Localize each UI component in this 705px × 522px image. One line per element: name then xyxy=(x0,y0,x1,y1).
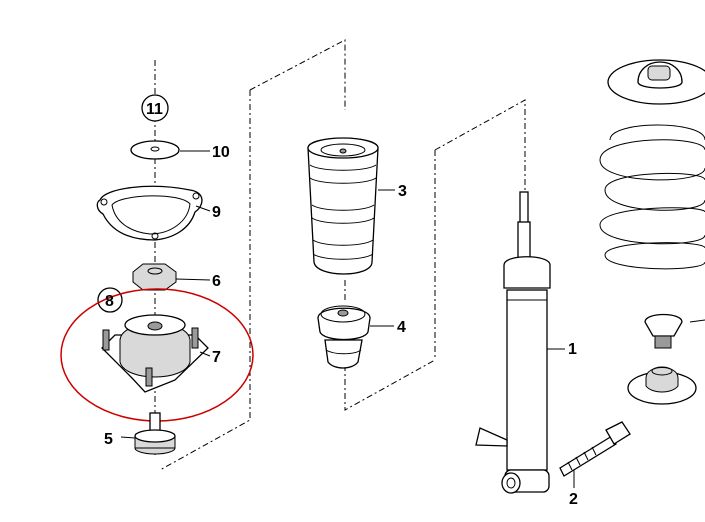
callout-labels: 1 2 3 4 5 6 7 8 9 10 11 xyxy=(104,101,578,508)
callout-11: 11 xyxy=(146,101,163,118)
coil-spring xyxy=(599,59,705,270)
assembly-guide-lines xyxy=(154,39,705,471)
callout-3: 3 xyxy=(398,183,407,200)
callout-2: 2 xyxy=(569,491,578,508)
callout-9: 9 xyxy=(212,204,221,221)
part-8-stud-marker xyxy=(97,287,123,313)
part-2-bolt xyxy=(559,421,631,477)
callout-10: 10 xyxy=(212,144,230,161)
part-10-washer xyxy=(130,140,180,160)
callout-6: 6 xyxy=(212,273,221,290)
part-6-nut xyxy=(132,263,177,291)
part-7-strut-mount xyxy=(101,314,209,393)
callout-7: 7 xyxy=(212,349,221,366)
callout-4: 4 xyxy=(397,319,406,336)
part-11-screw xyxy=(141,94,169,122)
part-4-bump-stop xyxy=(317,305,371,369)
part-5-bushing xyxy=(134,412,176,455)
part-1-shock-absorber xyxy=(475,191,551,494)
part-3-dust-boot xyxy=(307,137,379,275)
spring-pad-upper xyxy=(644,313,683,349)
callout-5: 5 xyxy=(104,431,113,448)
spring-seat-lower xyxy=(627,366,697,405)
part-9-gasket xyxy=(96,185,203,241)
leader-lines xyxy=(120,150,575,488)
callout-8: 8 xyxy=(105,293,114,310)
callout-1: 1 xyxy=(568,341,577,358)
